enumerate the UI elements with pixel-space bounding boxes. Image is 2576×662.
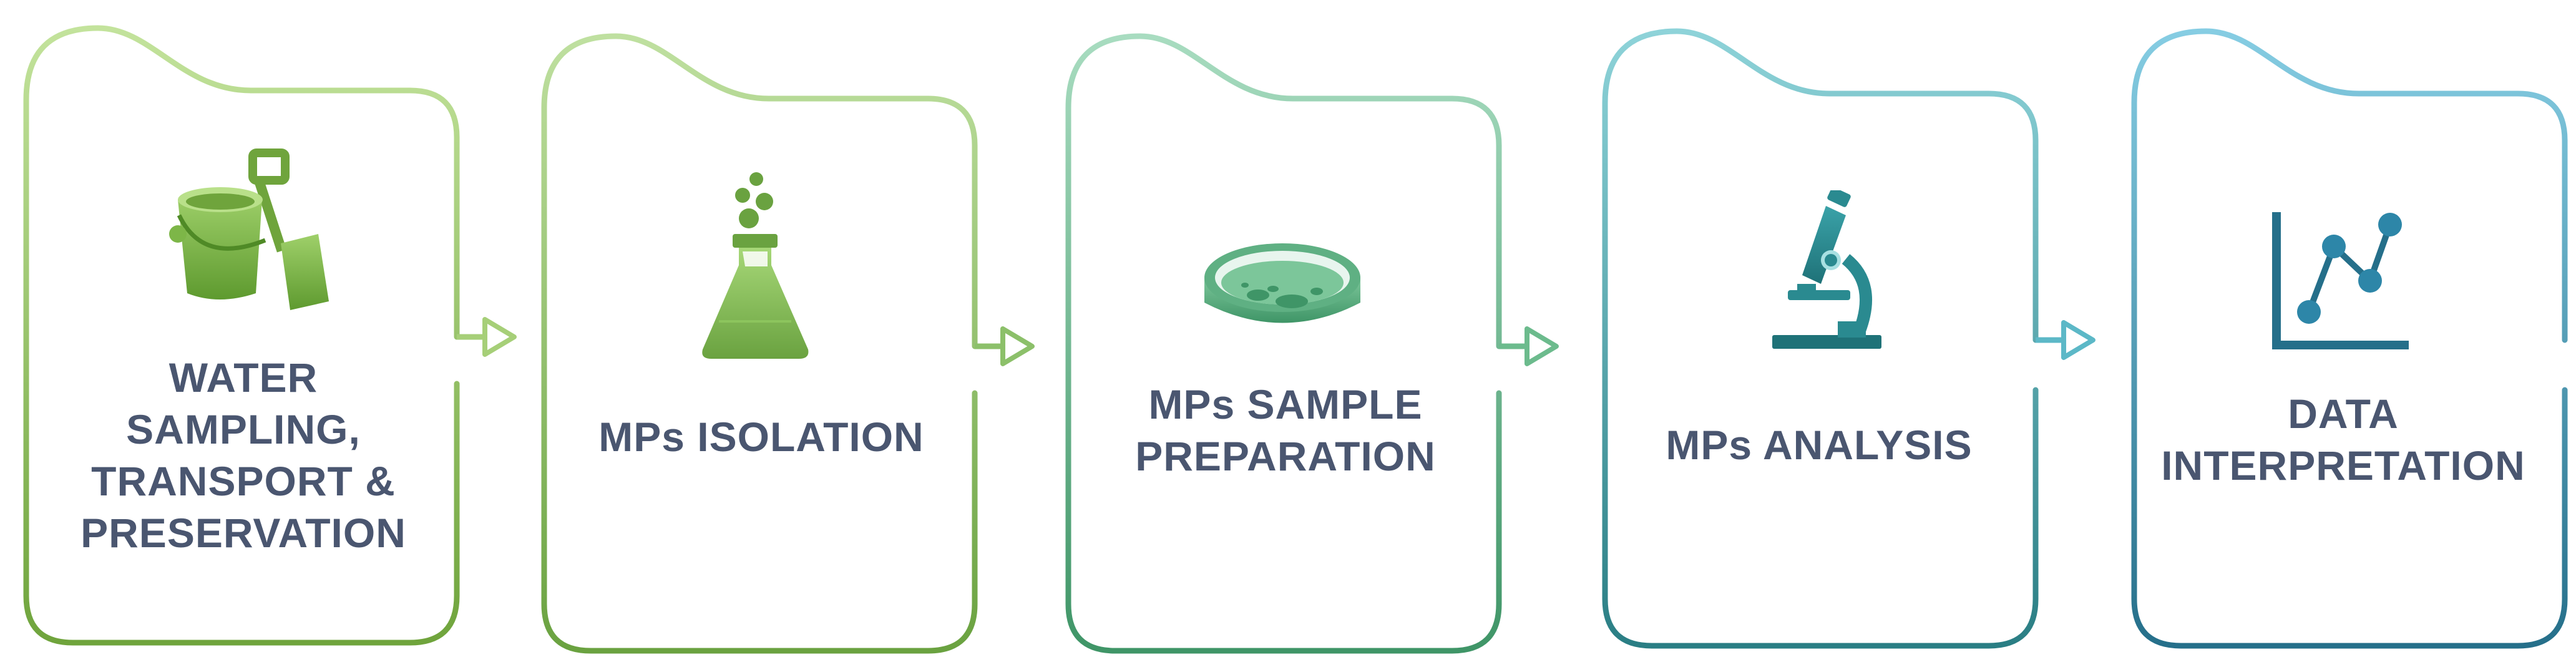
arrow-connector [975,326,1035,366]
step-label-line: MPs ISOLATION [598,413,924,460]
step-label-mps-sample-preparation: MPs SAMPLE PREPARATION [1067,377,1504,484]
step-label-line: MPs SAMPLE [1148,381,1423,427]
step-label-line: SAMPLING, [126,406,361,452]
microscope-icon [1772,190,1881,349]
step-label-line: MPs ANALYSIS [1666,421,1973,468]
step-label-line: DATA [2288,391,2399,437]
line-chart-icon [2272,212,2409,349]
step-label-mps-isolation: MPs ISOLATION [543,409,980,465]
flask-icon [702,172,809,359]
step-card-mps-sample-preparation [1065,33,1502,654]
step-label-line: PRESERVATION [80,510,406,556]
step-label-line: WATER [168,354,318,401]
step-card-water-sampling [23,25,460,646]
step-label-water-sampling: WATER SAMPLING, TRANSPORT & PRESERVATION [25,349,462,562]
step-card-mps-analysis [1602,28,2039,649]
arrow-connector [1499,326,1559,366]
arrow-connector [2036,320,2095,360]
step-label-line: INTERPRETATION [2161,442,2525,489]
petri-dish-icon [1204,243,1360,323]
step-label-line: TRANSPORT & [91,458,396,504]
step-card-mps-isolation [541,33,978,654]
step-label-line: PREPARATION [1135,433,1436,479]
bucket-and-spade-icon [169,148,329,310]
step-label-data-interpretation: DATA INTERPRETATION [2125,387,2562,493]
arrow-connector [457,317,517,357]
step-card-data-interpretation [2131,28,2568,649]
step-label-mps-analysis: MPs ANALYSIS [1601,417,2037,473]
